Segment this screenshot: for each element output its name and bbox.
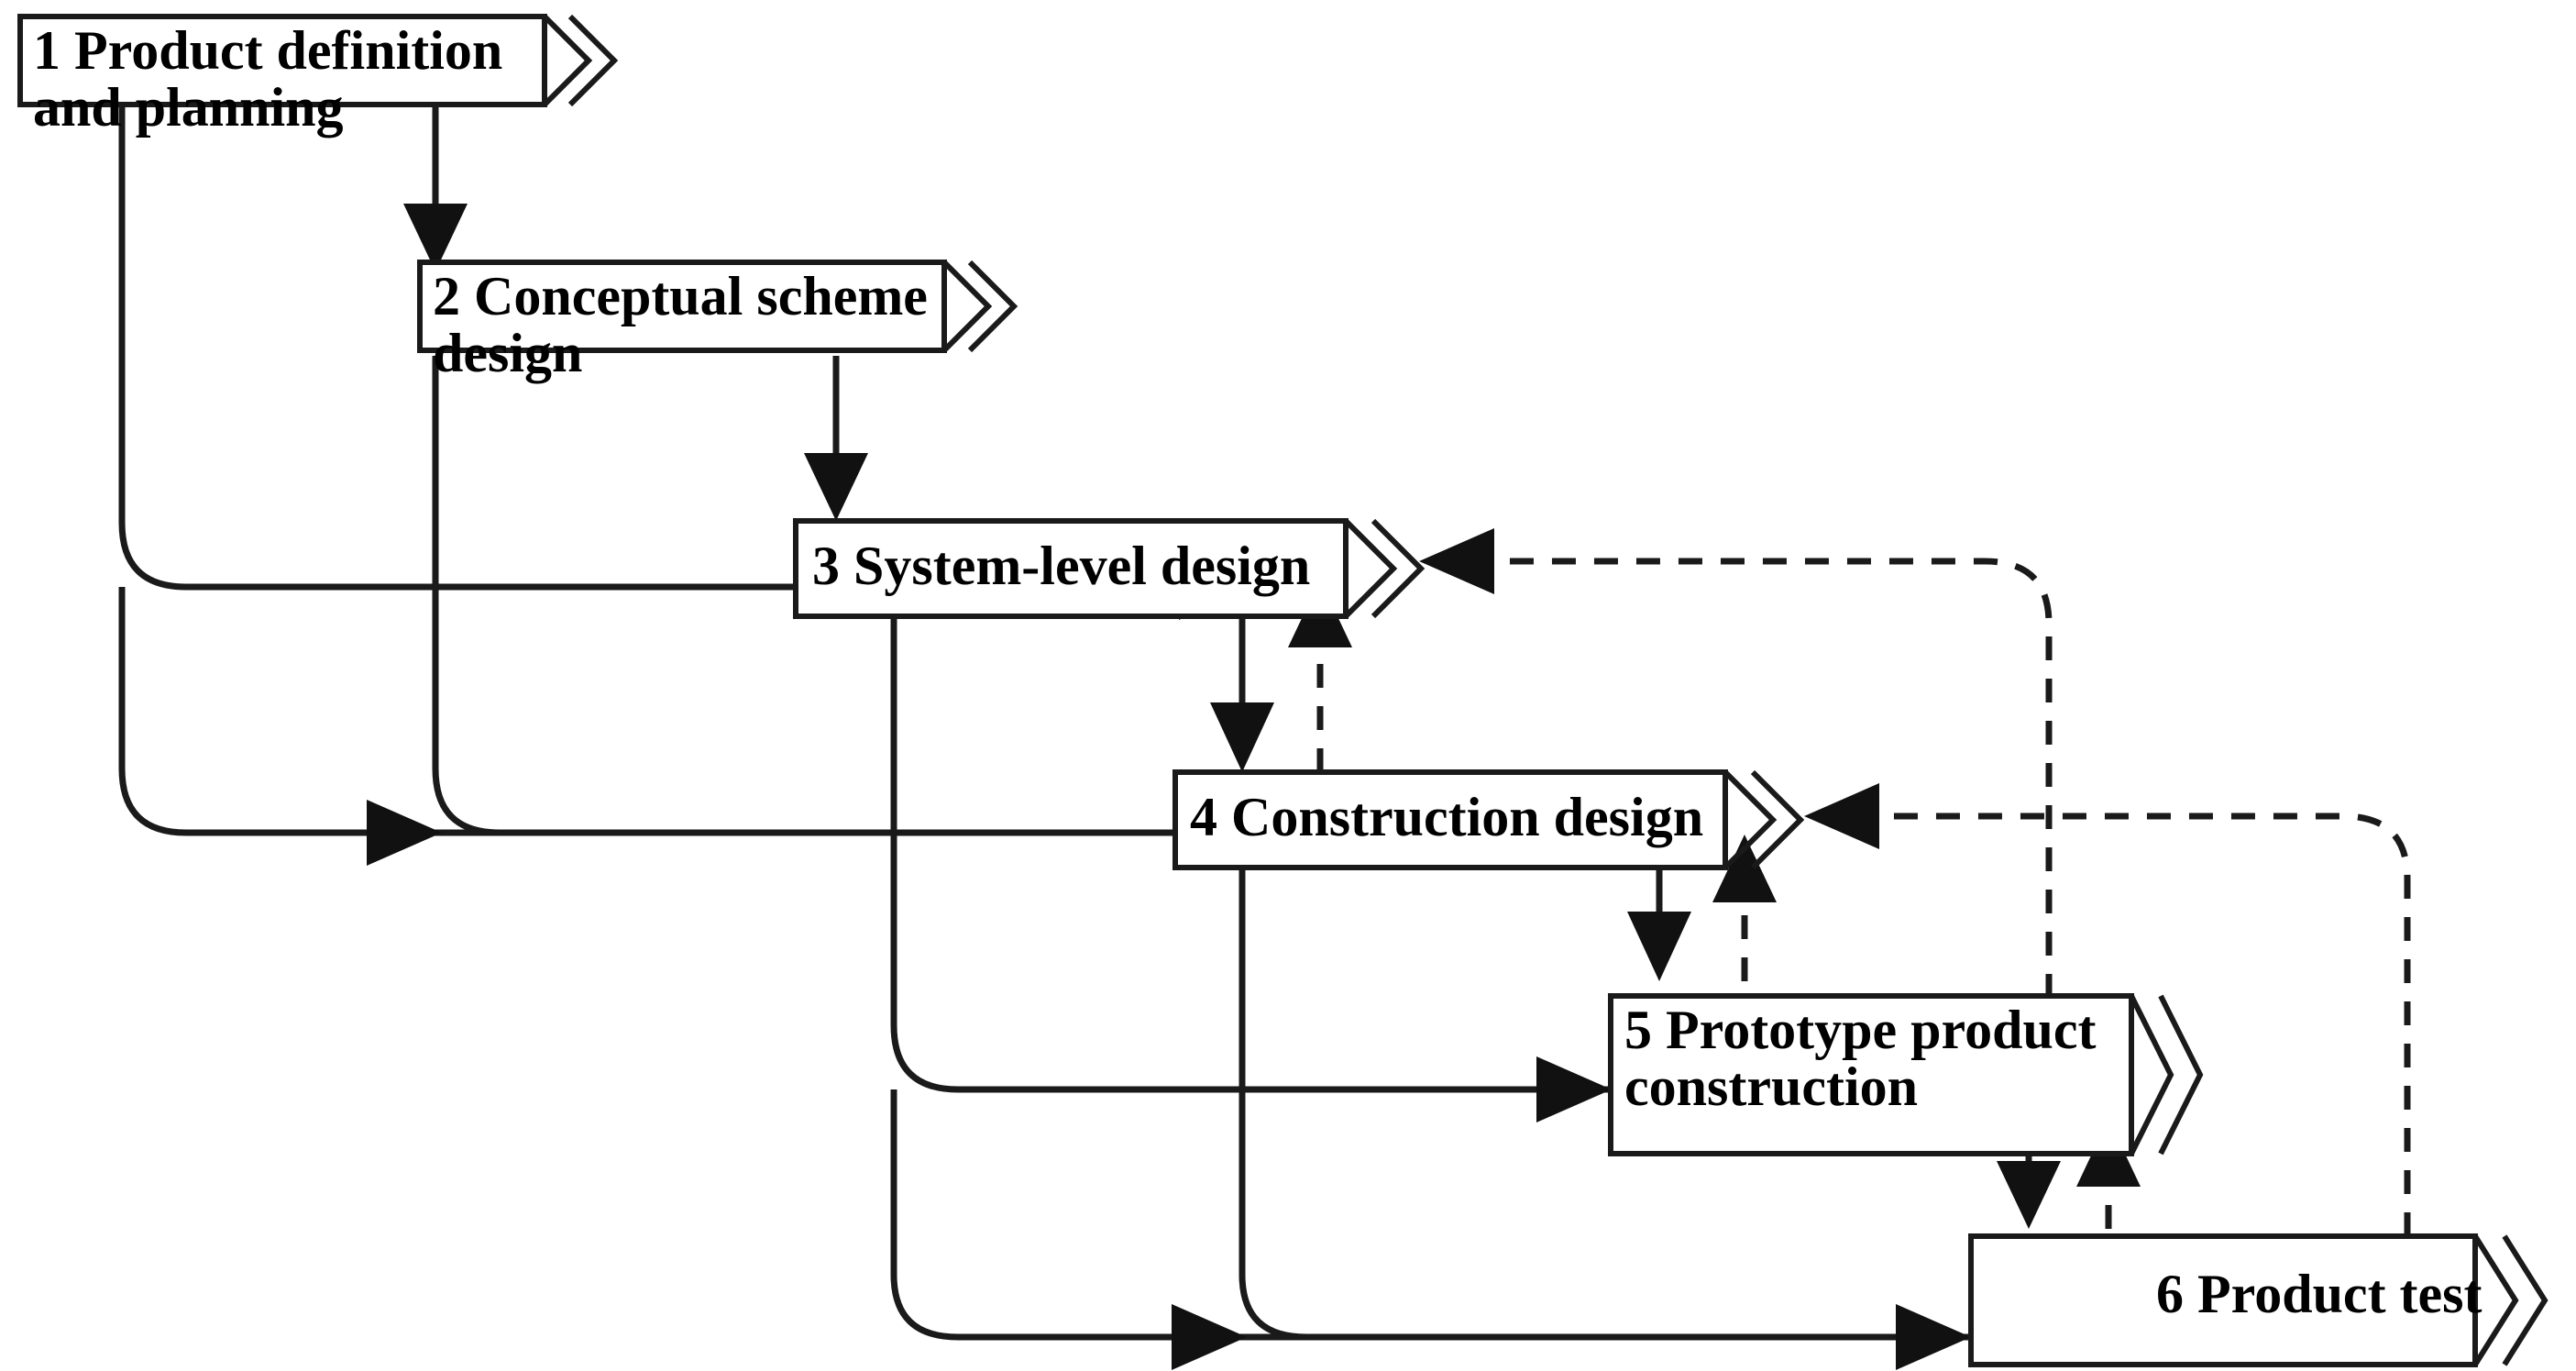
stage-box-2-chevron-outer [967,260,1018,353]
stage-box-4-chevron-inner [1723,769,1778,870]
arrowhead-into-6 [1896,1304,1971,1370]
arrowhead-5-to-3 [1419,528,1494,594]
stage-box-5-chevron-outer [2158,994,2204,1155]
stage-boxes [17,14,2548,1367]
stage-box-4-body [1172,769,1728,870]
edge-2-to-4 [432,356,1623,836]
dashed-feedback-group [1316,558,2411,1236]
stage-box-2-body [417,260,947,353]
stage-box-1-chevron-inner [542,14,593,107]
edge-4-to-6 [1238,869,2031,1341]
stage-box-4[interactable] [1172,769,1805,870]
stage-box-5-body [1608,993,2134,1156]
arrowhead-4-to-5 [1627,912,1691,981]
stage-box-6-body [1968,1233,2478,1367]
stage-box-3-body [793,518,1349,619]
arrowhead-3-to-6-mid [1172,1304,1247,1370]
arrowhead-5-to-6 [1997,1161,2061,1229]
edge-5-to-3-feedback [1490,558,2053,998]
stage-box-1[interactable] [17,14,619,107]
stage-box-3-chevron-outer [1371,518,1426,619]
stage-box-4-chevron-outer [1750,769,1805,870]
arrowhead-3-to-5 [1536,1056,1612,1122]
arrowhead-2-to-3 [804,453,868,521]
stage-box-5[interactable] [1608,993,2204,1156]
edge-1-to-4 [118,587,1623,836]
stage-box-2[interactable] [417,260,1018,353]
edge-1-to-3 [118,101,1251,591]
arrowhead-5-to-4 [1712,835,1777,902]
arrowhead-1-to-2 [403,204,468,271]
arrowhead-3-to-4 [1210,702,1274,772]
stage-box-2-chevron-inner [941,260,993,353]
arrowhead-6-to-4 [1804,783,1879,849]
stage-box-1-body [17,14,547,107]
solid-connector-group [118,101,2032,1341]
stage-box-6-chevron-inner [2472,1234,2519,1366]
stage-box-6-chevron-outer [2502,1234,2548,1366]
stage-box-3[interactable] [793,518,1426,619]
stage-box-3-chevron-inner [1343,518,1398,619]
arrowhead-1-to-4-mid [367,800,442,866]
stage-box-1-chevron-outer [567,14,619,107]
edge-3-to-5 [890,616,1664,1093]
edge-3-to-6 [890,1089,2031,1341]
stage-box-6[interactable] [1968,1233,2548,1367]
stage-box-5-chevron-inner [2129,994,2174,1155]
